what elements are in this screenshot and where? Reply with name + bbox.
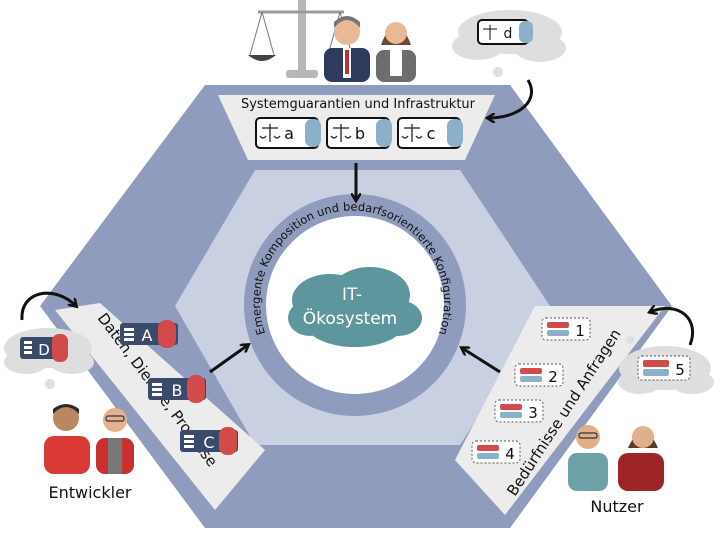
- person-icon: [96, 408, 134, 474]
- composition-ring: [244, 194, 466, 416]
- component-b: B: [148, 375, 206, 403]
- module-label: c: [427, 124, 436, 143]
- cloud-icon: [288, 267, 422, 347]
- request-3: 3: [494, 399, 544, 423]
- request-label: 5: [675, 361, 685, 379]
- scale-icon: [483, 25, 497, 40]
- scale-icon: [401, 124, 423, 142]
- request-2: 2: [514, 363, 564, 387]
- person-icon: [376, 22, 416, 82]
- component-c: C: [180, 427, 238, 455]
- users-label: Nutzer: [590, 497, 644, 516]
- component-label: C: [203, 433, 214, 452]
- module-c: c: [397, 117, 463, 149]
- component-label: A: [142, 326, 153, 345]
- request-label: 1: [575, 322, 585, 340]
- person-icon: [568, 425, 608, 491]
- arrow-icon: [650, 308, 695, 346]
- scale-icon: [330, 124, 352, 142]
- module-a: a: [255, 117, 321, 149]
- person-icon: [324, 16, 370, 82]
- module-b: b: [326, 117, 392, 149]
- request-label: 4: [505, 445, 515, 463]
- request-1: 1: [541, 317, 591, 341]
- left-panel: [55, 303, 265, 510]
- request-label: 3: [528, 404, 538, 422]
- center-label-line2: Ökosystem: [303, 307, 397, 329]
- center-label-line1: IT-: [342, 285, 362, 305]
- module-label: b: [355, 124, 365, 143]
- developers-label: Entwickler: [49, 483, 132, 502]
- arrow-icon: [209, 345, 248, 374]
- top-panel-title: Systemguarantien und Infrastruktur: [241, 97, 476, 112]
- person-icon: [618, 426, 664, 491]
- arrow-icon: [20, 291, 76, 321]
- request-label: 2: [548, 368, 558, 386]
- module-d: d: [477, 19, 533, 45]
- component-label: B: [172, 381, 183, 400]
- module-label: d: [504, 26, 513, 42]
- module-label: a: [284, 124, 294, 143]
- component-d: D: [20, 334, 68, 362]
- scale-icon: [259, 124, 281, 142]
- component-a: A: [120, 320, 178, 348]
- arrow-icon: [488, 79, 534, 118]
- component-label: D: [38, 341, 50, 359]
- request-4: 4: [471, 440, 521, 464]
- arrow-icon: [462, 348, 501, 374]
- person-icon: [44, 404, 90, 474]
- request-5: 5: [637, 355, 691, 381]
